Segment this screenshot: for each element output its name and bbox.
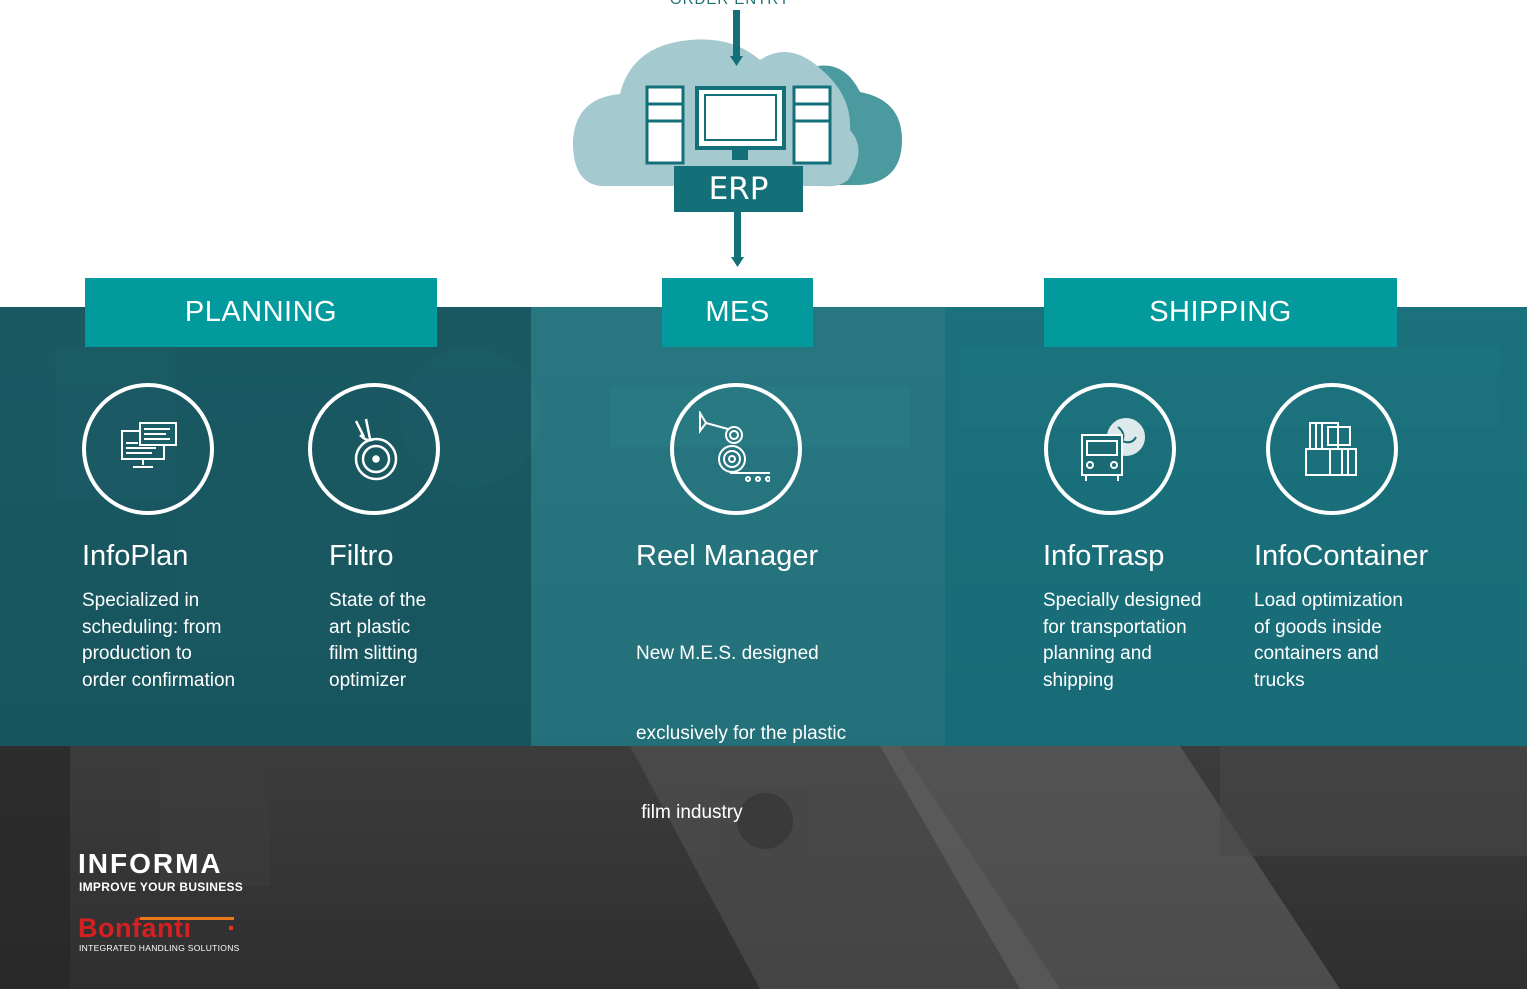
order-entry-label: ORDER ENTRY bbox=[630, 0, 830, 8]
server-left-icon bbox=[645, 85, 685, 165]
mes-header: MES bbox=[662, 278, 813, 347]
container-icon bbox=[1305, 422, 1357, 476]
server-right-icon bbox=[792, 85, 832, 165]
filtro-circle bbox=[308, 383, 440, 515]
filtro-description: State of the art plastic film slitting o… bbox=[329, 590, 427, 691]
infotrasp-circle bbox=[1044, 383, 1176, 515]
bonfanti-tagline: INTEGRATED HANDLING SOLUTIONS bbox=[79, 943, 240, 953]
mes-overlay bbox=[531, 307, 945, 746]
reel-manager-title: Reel Manager bbox=[636, 540, 819, 572]
infotrasp-description: Specially designed for transportation pl… bbox=[1043, 590, 1202, 691]
planning-overlay bbox=[0, 307, 531, 746]
infocontainer-title: InfoContainer bbox=[1254, 540, 1429, 572]
informa-tagline: IMPROVE YOUR BUSINESS bbox=[79, 880, 244, 894]
footer-photo-band bbox=[0, 746, 1527, 989]
erp-box bbox=[674, 166, 803, 212]
erp-cloud-diagram bbox=[572, 10, 902, 267]
shipping-header: SHIPPING bbox=[1044, 278, 1397, 347]
infocontainer-description: Load optimization of goods inside contai… bbox=[1254, 590, 1403, 691]
order-entry-arrow-head bbox=[730, 56, 743, 66]
erp-down-arrow-shaft bbox=[734, 212, 741, 257]
reel-machine-icon bbox=[699, 411, 770, 482]
bonfanti-logo-line bbox=[140, 917, 234, 920]
order-entry-arrow-shaft bbox=[733, 10, 740, 56]
infotrasp-title: InfoTrasp bbox=[1043, 540, 1165, 572]
infoplan-description: Specialized in scheduling: from producti… bbox=[82, 590, 236, 691]
infoplan-title: InfoPlan bbox=[82, 540, 189, 572]
reel-manager-circle bbox=[670, 383, 802, 515]
bonfanti-logo-dot bbox=[229, 926, 233, 930]
truck-globe-icon bbox=[1081, 418, 1145, 481]
informa-logo: INFORMA bbox=[78, 848, 223, 879]
film-reel-icon bbox=[354, 418, 398, 481]
infoplan-circle bbox=[82, 383, 214, 515]
modules-band bbox=[0, 307, 1527, 746]
shipping-overlay bbox=[945, 307, 1527, 746]
conveyor-background bbox=[0, 746, 1527, 989]
erp-label: ERP bbox=[708, 171, 769, 207]
filtro-title: Filtro bbox=[329, 540, 394, 572]
infocontainer-circle bbox=[1266, 383, 1398, 515]
planning-header: PLANNING bbox=[85, 278, 437, 347]
reel-manager-description: New M.E.S. designed exclusively for the … bbox=[636, 643, 847, 823]
monitor-icon bbox=[121, 422, 177, 468]
erp-down-arrow-head bbox=[731, 257, 744, 267]
